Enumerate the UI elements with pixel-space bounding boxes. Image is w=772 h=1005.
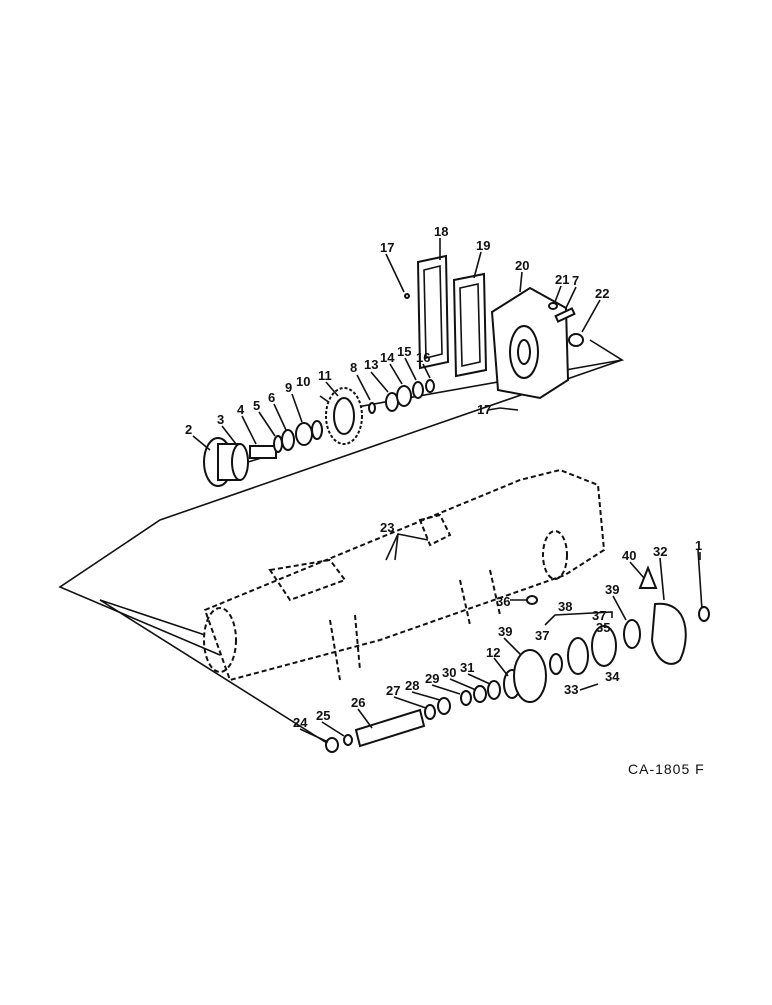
callout-39a: 39: [498, 624, 512, 639]
callout-15: 15: [397, 344, 411, 359]
callout-26: 26: [351, 695, 365, 710]
gear-part: [325, 387, 363, 445]
callout-28: 28: [405, 678, 419, 693]
callout-20: 20: [515, 258, 529, 273]
callout-1: 1: [695, 538, 702, 553]
callout-27: 27: [386, 683, 400, 698]
callout-12: 12: [486, 645, 500, 660]
callout-6: 6: [268, 390, 275, 405]
callout-31: 31: [460, 660, 474, 675]
axle-23-leaders: [385, 533, 429, 561]
callout-36: 36: [496, 594, 510, 609]
callout-labels: 1 2 3 4 5 6 7 8 9 10 11 12 13 14 15 16 1…: [185, 224, 702, 730]
callout-7: 7: [572, 273, 579, 288]
callout-37b: 37: [592, 608, 606, 623]
figure-code: CA-1805 F: [628, 761, 705, 777]
callout-5: 5: [253, 398, 260, 413]
callout-16: 16: [416, 350, 430, 365]
callout-23: 23: [380, 520, 394, 535]
callout-24: 24: [293, 715, 308, 730]
callout-22: 22: [595, 286, 609, 301]
gasket-19-part: [452, 272, 488, 378]
callout-40: 40: [622, 548, 636, 563]
gasket-18-part: [416, 254, 450, 370]
callout-13: 13: [364, 357, 378, 372]
callout-25: 25: [316, 708, 330, 723]
callout-37a: 37: [535, 628, 549, 643]
callout-29: 29: [425, 671, 439, 686]
callout-4: 4: [237, 402, 245, 417]
callout-11: 11: [318, 368, 332, 383]
callout-35: 35: [596, 620, 610, 635]
bracket-38-leaders: [544, 611, 613, 626]
pins-17: [404, 293, 519, 411]
fitting-parts: [548, 302, 584, 347]
callout-14: 14: [380, 350, 395, 365]
callout-34: 34: [605, 669, 620, 684]
callout-17a: 17: [380, 240, 394, 255]
callout-8: 8: [350, 360, 357, 375]
callout-30: 30: [442, 665, 456, 680]
callout-21: 21: [555, 272, 569, 287]
callout-32: 32: [653, 544, 667, 559]
bearing-parts: [368, 379, 435, 414]
callout-17b: 17: [477, 402, 491, 417]
lower-hub-parts: [503, 549, 710, 703]
callout-18: 18: [434, 224, 448, 239]
housing-part: [490, 286, 570, 400]
callout-39b: 39: [605, 582, 619, 597]
axle-housing-part: [203, 468, 606, 682]
callout-38: 38: [558, 599, 572, 614]
lower-group-outline: [99, 599, 331, 746]
washers-group: [273, 420, 323, 453]
callout-9: 9: [285, 380, 292, 395]
callout-10: 10: [296, 374, 310, 389]
shaft-part: [249, 445, 277, 459]
callout-3: 3: [217, 412, 224, 427]
callout-2: 2: [185, 422, 192, 437]
callout-leaders: [192, 238, 701, 743]
lower-shaft-parts: [325, 680, 501, 753]
callout-19: 19: [476, 238, 490, 253]
callout-33: 33: [564, 682, 578, 697]
